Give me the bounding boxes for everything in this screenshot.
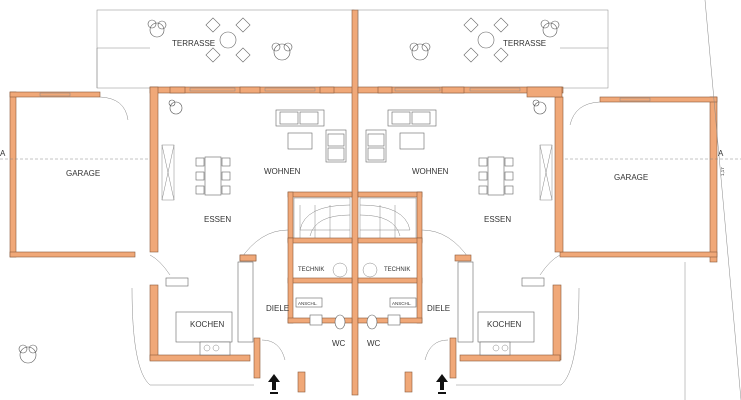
entrance-arrow-icon	[268, 374, 280, 390]
kitchen-right-label: KOCHEN	[487, 320, 521, 329]
dimension-label: 1,17	[720, 167, 725, 176]
anschl-box-left	[295, 297, 323, 308]
terrace-left-outline	[96, 9, 355, 89]
section-marker-right: A	[718, 149, 724, 158]
anschl-left-label: ANSCHL.	[298, 301, 318, 306]
section-marker-left: A	[0, 149, 6, 158]
right-unit	[357, 0, 741, 400]
wc-left-label: WC	[332, 339, 346, 348]
hall-right-label: DIELE	[427, 304, 450, 313]
anschl-box-right	[389, 297, 417, 308]
hall-left-label: DIELE	[266, 304, 289, 313]
entrance-arrow-icon	[436, 374, 448, 390]
dining-right-label: ESSEN	[484, 215, 511, 224]
technik-right-label: TECHNIK	[384, 267, 410, 273]
terrace-left-label: TERRASSE	[172, 39, 215, 48]
wc-right-label: WC	[367, 339, 381, 348]
technik-left-label: TECHNIK	[298, 267, 324, 273]
terrace-right-label: TERRASSE	[503, 39, 546, 48]
living-left-label: WOHNEN	[264, 167, 301, 176]
plant-icon	[409, 19, 560, 115]
anschl-right-label: ANSCHL.	[392, 301, 412, 306]
kitchen-left-label: KOCHEN	[190, 320, 224, 329]
party-wall	[351, 9, 359, 396]
plant-icon	[18, 19, 293, 364]
garage-right-label: GARAGE	[614, 173, 648, 182]
living-right-label: WOHNEN	[412, 167, 449, 176]
garage-left-wall	[9, 91, 17, 258]
left-unit	[0, 9, 359, 396]
garage-left-label: GARAGE	[66, 169, 100, 178]
dining-left-label: ESSEN	[204, 215, 231, 224]
